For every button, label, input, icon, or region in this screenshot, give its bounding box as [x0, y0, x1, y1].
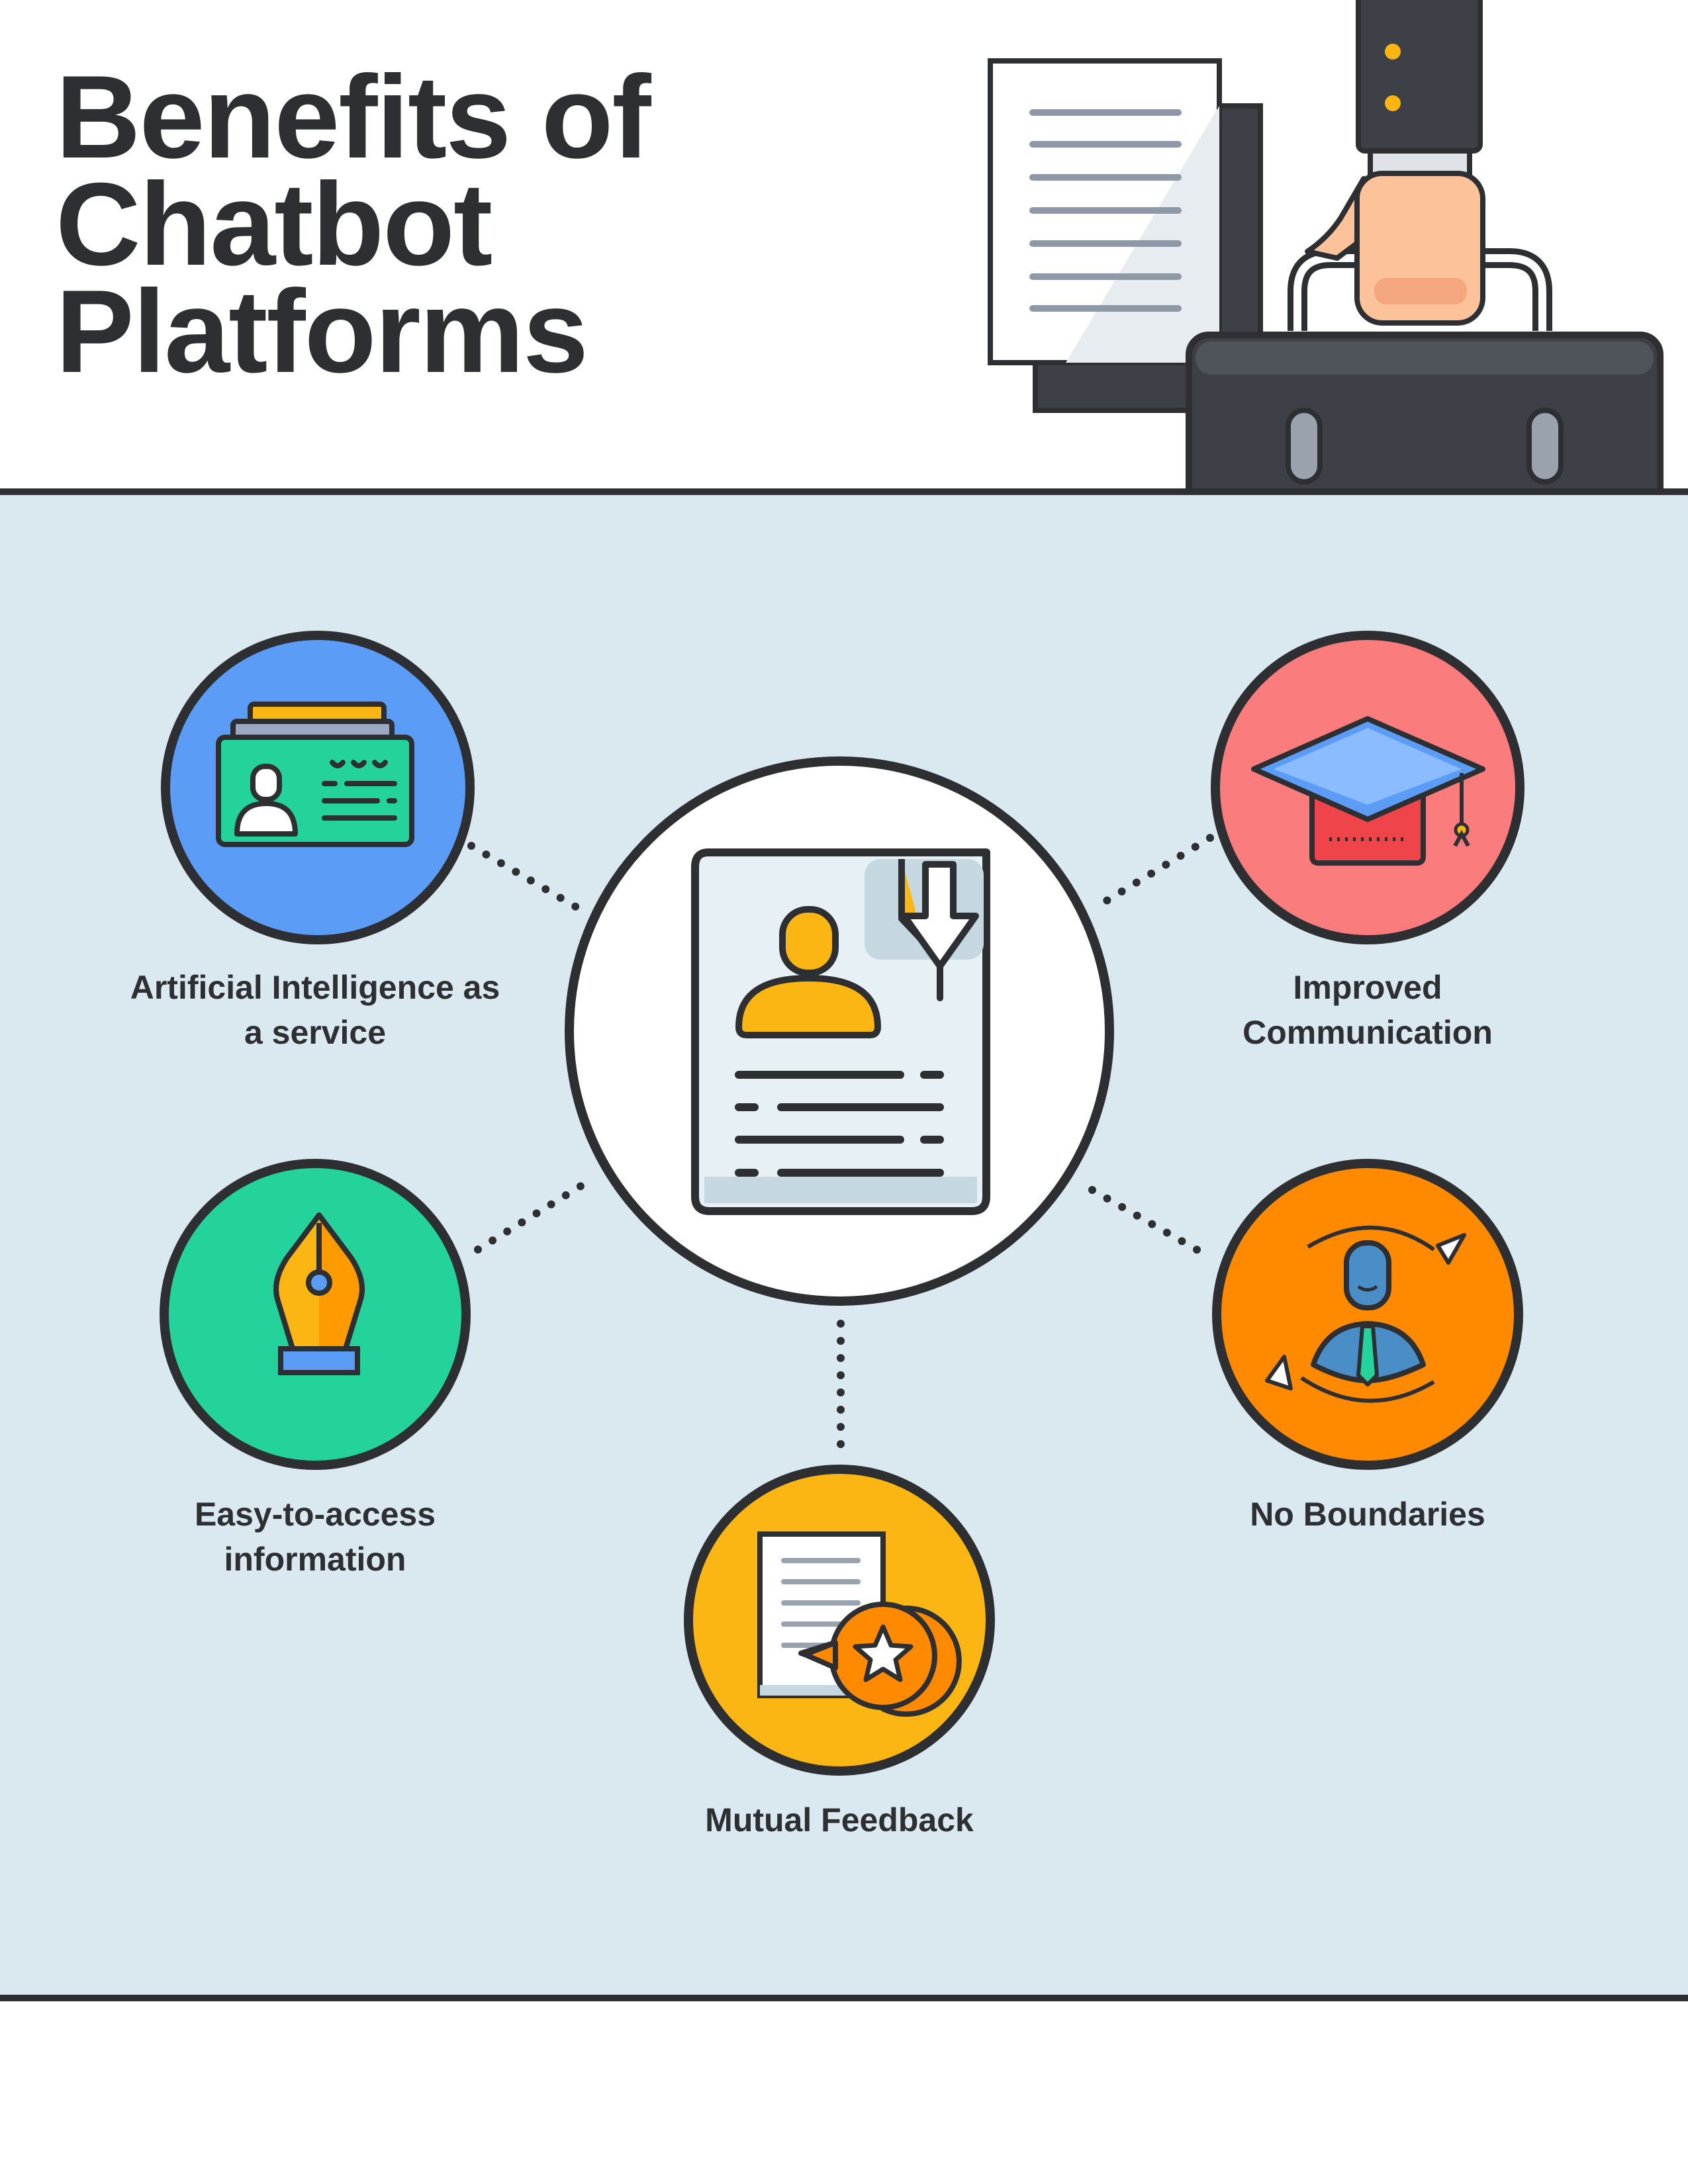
- resume-download-icon: [691, 848, 990, 1215]
- briefcase-hand-illustration: [988, 0, 1664, 495]
- connector-lines: [467, 834, 1214, 1459]
- id-cards-icon: [216, 702, 414, 847]
- connector-no-boundaries: [1088, 1186, 1207, 1257]
- connector-easy-access: [474, 1179, 589, 1253]
- benefit-label-ai: Artificial Intelligence as a service: [130, 969, 500, 1051]
- benefit-node-communication: [1211, 631, 1524, 944]
- graduation-cap-icon: [1251, 716, 1485, 866]
- benefit-node-easy-access: [160, 1159, 471, 1470]
- benefit-label-feedback: Mutual Feedback: [705, 1801, 974, 1839]
- benefits-diagram: [160, 631, 1524, 1776]
- benefit-node-no-boundaries: [1212, 1159, 1523, 1470]
- document-icon: [988, 58, 1222, 365]
- benefit-node-ai: [161, 631, 475, 944]
- benefit-node-feedback: [684, 1465, 995, 1776]
- fountain-pen-icon: [273, 1212, 365, 1375]
- benefit-label-communication: Improved Communication: [1243, 969, 1493, 1051]
- hand: [1305, 171, 1485, 326]
- center-node: [565, 756, 1114, 1306]
- connector-ai: [467, 842, 586, 915]
- sleeve: [1356, 0, 1483, 177]
- page-title: Benefits of Chatbot Platforms: [56, 51, 651, 397]
- rotating-person-icon: [1265, 1226, 1466, 1403]
- title-line-3: Platforms: [56, 265, 588, 397]
- connector-communication: [1095, 834, 1214, 909]
- document-star-icon: [757, 1531, 962, 1717]
- title-line-2: Chatbot: [56, 158, 492, 290]
- benefit-label-easy-access: Easy-to-access information: [194, 1496, 436, 1578]
- briefcase: [1186, 332, 1664, 495]
- benefit-label-no-boundaries: No Boundaries: [1250, 1496, 1485, 1533]
- title-line-1: Benefits of: [56, 51, 651, 183]
